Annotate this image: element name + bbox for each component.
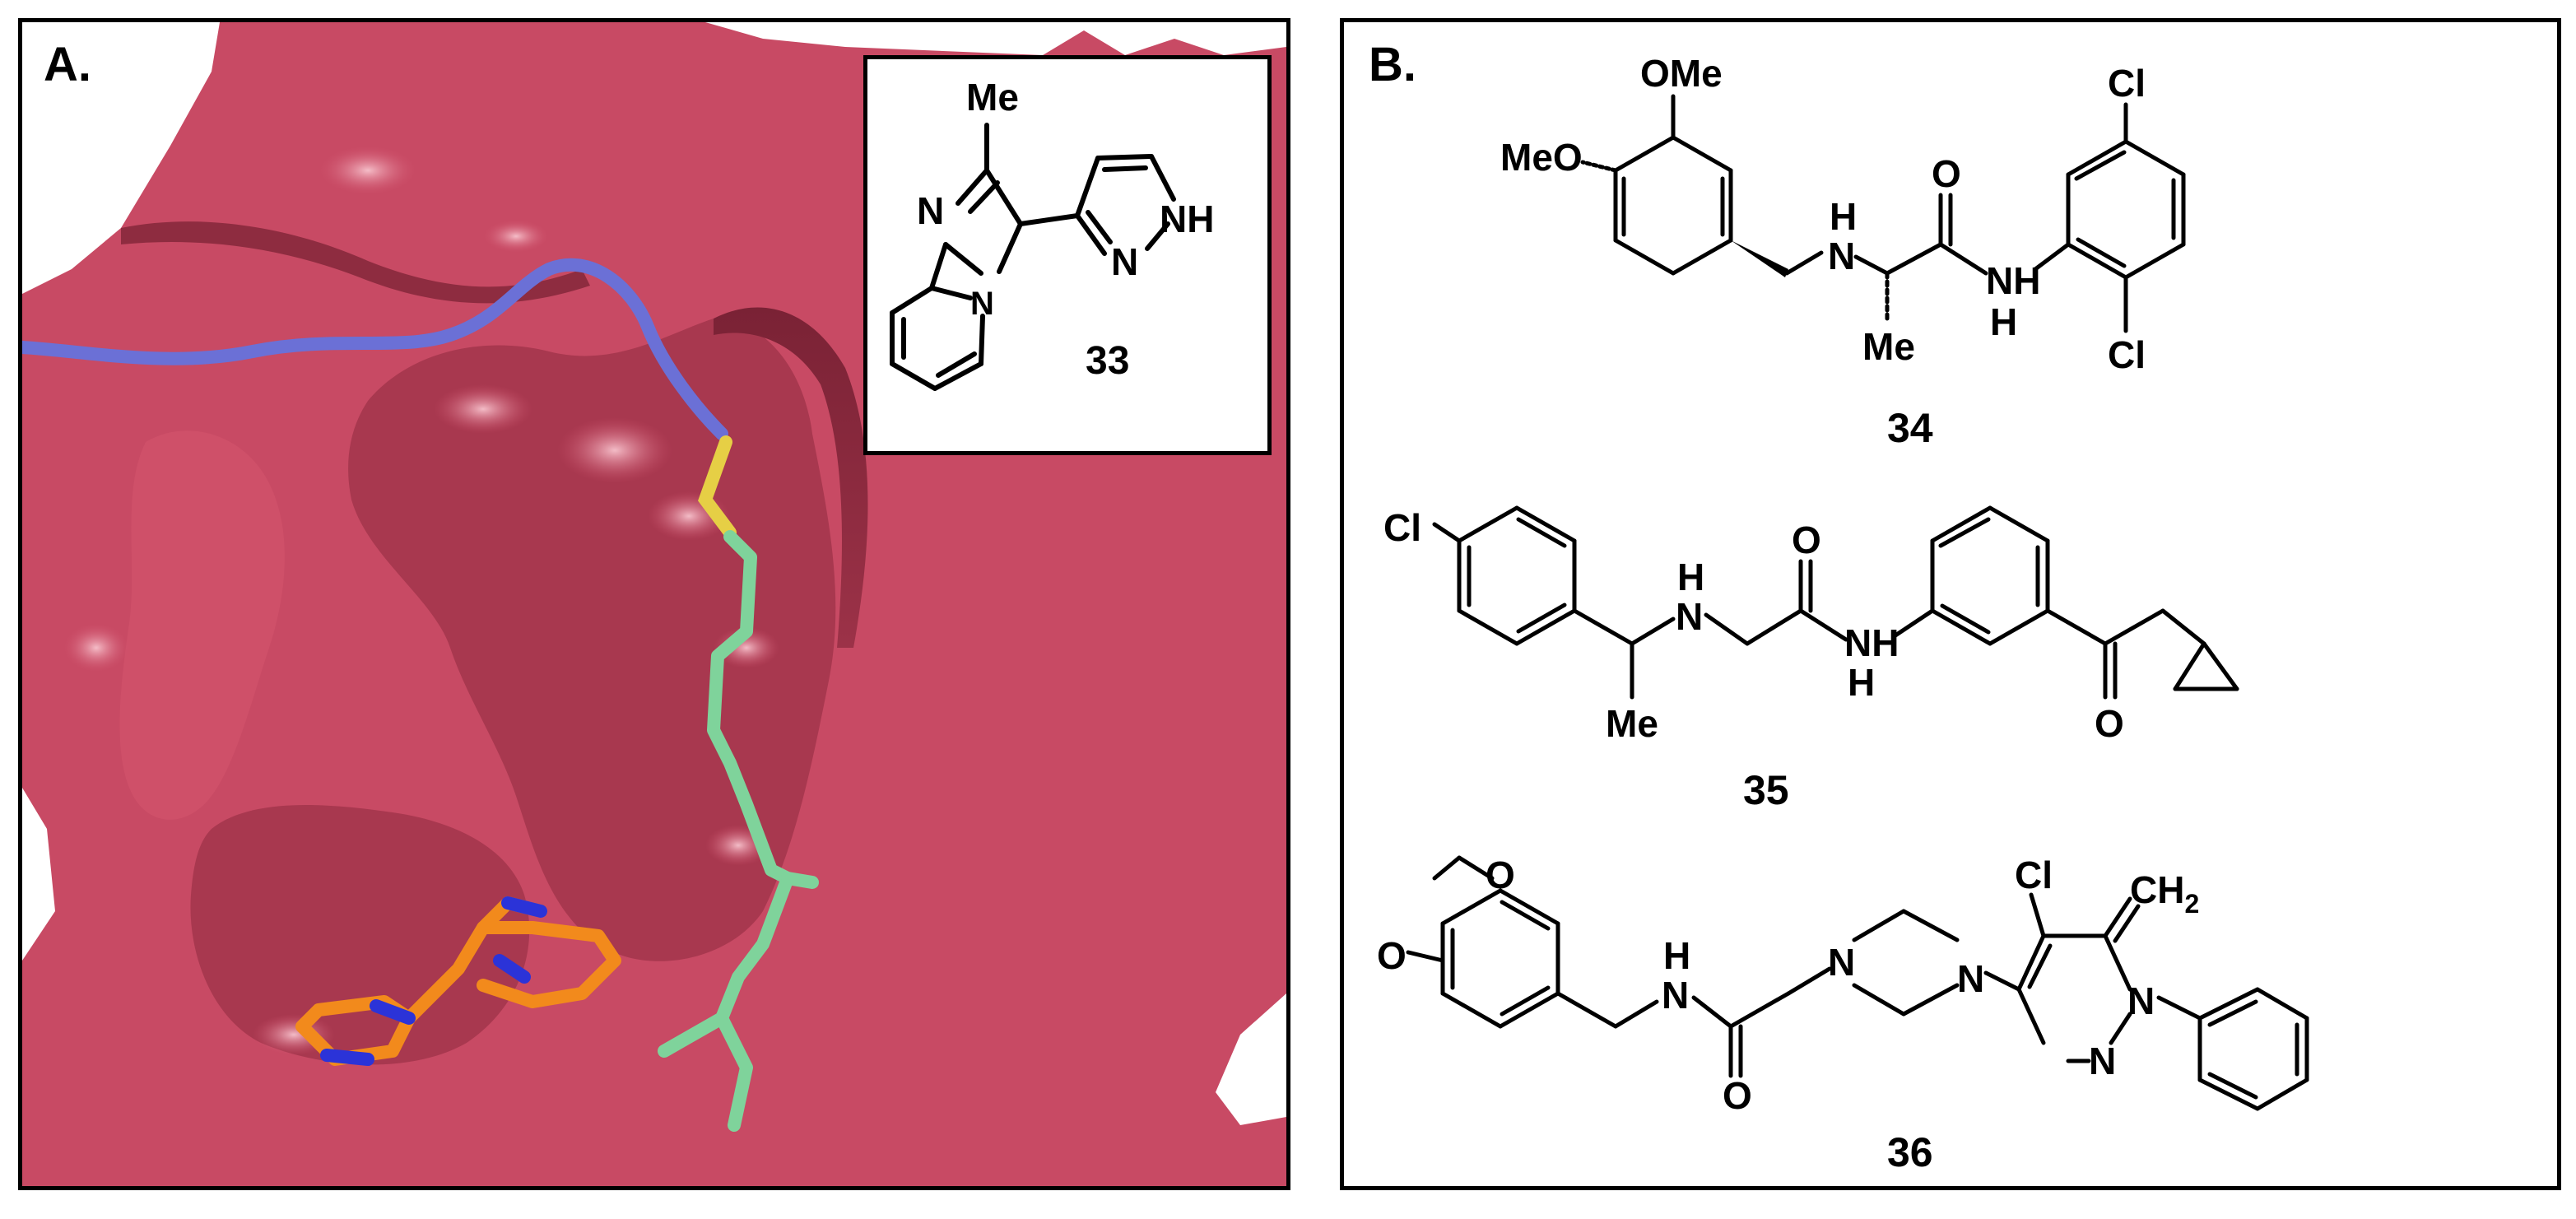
atom-cl: Cl (1383, 506, 1421, 549)
compound-structures: OMe MeO H N O Me NH H Cl Cl 34 (1377, 52, 2309, 1175)
surface-hole (119, 430, 285, 820)
atom-nh-n: N (1662, 974, 1689, 1017)
lipid-chain (707, 530, 794, 1132)
atom-me: Me (1862, 325, 1915, 368)
atom-amide-h: H (1848, 661, 1875, 704)
atom-cl-top: Cl (2108, 62, 2146, 105)
atom-pyridazine-n1: N (2127, 979, 2155, 1022)
atom-piperazine-n1: N (1828, 941, 1855, 984)
atom-amine-h: H (1677, 556, 1704, 598)
surface-rim (121, 221, 590, 304)
lipid-branch (781, 872, 819, 889)
atom-amide-nh: NH (1986, 259, 2040, 302)
atom-pyrazole-n: N (1111, 240, 1138, 283)
panel-a-label: A. (44, 38, 91, 91)
compound-33-inset: Me N N NH N 33 (863, 55, 1272, 455)
atom-n-bridge: N (970, 286, 994, 322)
surface-highlight (319, 146, 417, 195)
atom-ketone-o: O (2095, 702, 2124, 745)
atom-amide-nh: NH (1844, 621, 1899, 664)
panel-b-label: B. (1369, 38, 1416, 91)
compound-34-number: 34 (1887, 405, 1933, 451)
peptide-backbone-ribbon (22, 258, 728, 440)
sulfur-link (698, 435, 737, 539)
surface-highlight (557, 417, 672, 483)
atom-cl-bottom: Cl (2108, 333, 2146, 376)
atom-meo-left: MeO (1500, 136, 1583, 179)
atom-methyl: Me (966, 76, 1019, 119)
compound-35-number: 35 (1743, 767, 1789, 813)
atom-carbonyl-o: O (1792, 519, 1821, 561)
surface-highlight (483, 220, 549, 253)
atom-carbonyl-o: O (1723, 1074, 1752, 1117)
compound-36-number: 36 (1887, 1129, 1933, 1175)
surface-highlight (63, 623, 129, 672)
surface-gap (705, 22, 1286, 55)
compound-35-structure: Cl H N O NH H Me O 35 (1383, 505, 2239, 813)
surface-shadow (190, 805, 530, 1065)
atom-amine-n: N (1828, 235, 1855, 277)
compound-33-number: 33 (1086, 339, 1129, 383)
surface-rim (714, 307, 868, 648)
atom-carbonyl-o: O (1932, 152, 1961, 195)
atom-amine-h: H (1830, 195, 1857, 238)
atom-pyridazine-n2: N (2089, 1040, 2116, 1082)
atom-o-top: O (1486, 854, 1515, 896)
atom-cl: Cl (2015, 854, 2053, 896)
compound-36-structure: O O H N O N N Cl CH2 N N 36 (1377, 854, 2309, 1175)
compound-34-structure: OMe MeO H N O Me NH H Cl Cl 34 (1500, 52, 2186, 451)
compound-33-structure: Me N N NH N 33 (890, 76, 1214, 391)
lipid-branch (658, 1012, 728, 1058)
atom-pyrazole-nh: NH (1160, 198, 1214, 240)
atom-amine-n: N (1676, 595, 1703, 638)
atom-ome-top: OMe (1640, 52, 1723, 95)
atom-amide-h: H (1990, 300, 2017, 343)
atom-me: Me (1606, 702, 1658, 745)
surface-highlight (434, 384, 532, 434)
panel-a: A. (18, 18, 1290, 1190)
panel-b: B. (1340, 18, 2561, 1190)
atom-o-bottom: O (1377, 934, 1407, 977)
atom-piperazine-n2: N (1957, 957, 1984, 1000)
atom-nh-h: H (1663, 934, 1690, 977)
ligand-sticks (295, 896, 621, 1066)
atom-ch2: CH2 (2130, 868, 2199, 919)
atom-n-imine: N (917, 189, 944, 232)
surface-gap (1224, 1010, 1286, 1117)
